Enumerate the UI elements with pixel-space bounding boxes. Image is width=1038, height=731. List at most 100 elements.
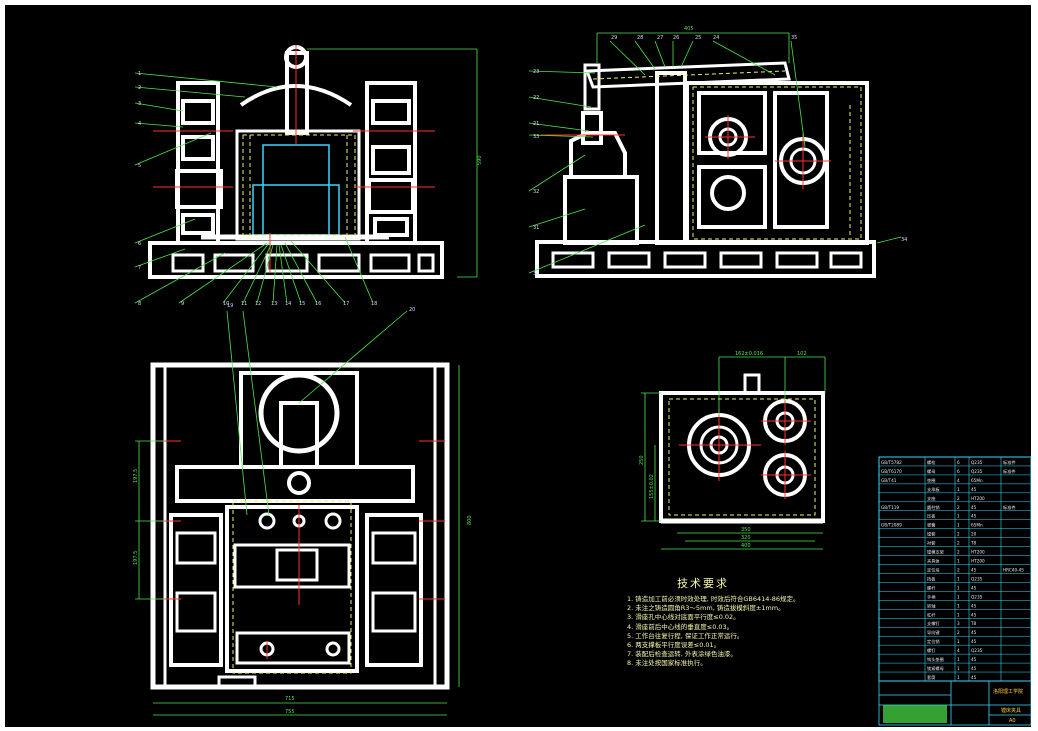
parts-row-qty: 6: [957, 469, 960, 474]
parts-row-code: GB/T2089: [881, 523, 902, 528]
parts-row-qty: 2: [957, 496, 960, 501]
front-hidden-lines: [242, 134, 356, 236]
front-balloon-2: 2: [138, 85, 141, 91]
parts-row-name: 钩头垫圈: [927, 656, 944, 663]
dim-box-top-b: 102: [797, 351, 807, 357]
dim-plan-197b: 197.5: [133, 551, 139, 565]
parts-row-qty: 1: [957, 487, 960, 492]
side-center-lines: [540, 115, 831, 189]
parts-row-material: Q235: [971, 460, 983, 465]
front-balloon-18: 18: [371, 301, 377, 307]
front-balloon-7: 7: [138, 265, 141, 271]
tech-line-4: 4. 滑座前后中心线的垂直度≤0.03。: [627, 622, 734, 631]
side-balloon-28: 28: [637, 35, 643, 41]
title-block: [878, 680, 1032, 726]
tech-line-1: 1. 铸造加工前必须时效处理, 时效后符合GB6414-86规定。: [627, 595, 800, 603]
side-balloon-31: 31: [533, 225, 539, 231]
parts-row-name: 圆柱销: [927, 504, 940, 511]
parts-row-code: GB/T5782: [881, 460, 902, 465]
dim-plan-755: 755: [285, 709, 295, 715]
parts-row-qty: 1: [957, 639, 960, 644]
parts-row-material: 45: [971, 514, 977, 519]
dim-plan-715: 715: [285, 696, 295, 702]
parts-row-qty: 1: [957, 585, 960, 590]
parts-row-material: 45: [971, 567, 977, 572]
parts-row-name: 锁紧螺母: [927, 665, 944, 672]
parts-row-name: 镗套: [927, 531, 936, 538]
parts-row-qty: 1: [957, 657, 960, 662]
parts-row-material: HT200: [971, 496, 985, 501]
parts-row-name: 定位块: [927, 566, 940, 573]
parts-row-material: 45: [971, 657, 977, 662]
parts-row-qty: 1: [957, 603, 960, 608]
parts-row-material: 45: [971, 666, 977, 671]
workpiece-hidden: [668, 398, 816, 516]
workpiece-dims: [641, 356, 826, 550]
side-leaders: [528, 32, 902, 274]
dim-front-height: 590: [477, 155, 483, 165]
front-balloon-11: 11: [241, 301, 247, 307]
front-balloon-14: 14: [285, 301, 291, 307]
parts-row-material: 45: [971, 505, 977, 510]
side-balloon-34: 34: [901, 237, 907, 243]
parts-row-name: 挡板: [927, 575, 936, 582]
tech-line-2: 2. 未注之铸造圆角R3～5mm, 铸造拔模斜度±1mm。: [627, 604, 785, 613]
front-balloon-20: 20: [409, 307, 415, 313]
tech-line-3: 3. 滑座孔中心线对底面平行度≤0.02。: [627, 613, 740, 622]
parts-row-material: 45: [971, 675, 977, 680]
front-balloon-8: 8: [138, 301, 141, 307]
parts-row-qty: 4: [957, 648, 960, 653]
parts-row-material: 45: [971, 603, 977, 608]
side-balloon-22: 22: [533, 95, 539, 101]
title-school: 洛阳理工学院: [993, 688, 1023, 695]
parts-row-name: 螺钉: [927, 647, 936, 654]
tech-line-5: 5. 工作台往复行程, 保证工作正常运行。: [627, 631, 744, 640]
parts-row-name: 垫圈: [927, 477, 935, 484]
title-sheet: A0: [1009, 718, 1016, 724]
tech-requirements-title: 技术要求: [677, 577, 729, 590]
parts-row-name: 螺母: [927, 468, 935, 475]
front-balloon-1: 1: [138, 71, 141, 77]
workpiece-center-lines: [679, 397, 811, 499]
side-balloon-24: 24: [713, 35, 719, 41]
front-balloon-3: 3: [138, 101, 141, 107]
plan-hidden-lines: [232, 500, 352, 674]
parts-row-name: 弹簧: [927, 522, 935, 529]
parts-row-note: HRC40-45: [1003, 567, 1024, 572]
parts-row-qty: 1: [957, 523, 960, 528]
parts-row-qty: 2: [957, 550, 960, 555]
parts-row-name: 转轴: [927, 602, 935, 609]
front-balloon-9: 9: [181, 301, 184, 307]
parts-row-name: 支承板: [927, 486, 940, 493]
parts-row-name: 夹具体: [927, 558, 940, 565]
side-balloon-32: 32: [533, 189, 539, 195]
plan-center-lines: [155, 440, 445, 659]
tech-requirements-list: 1. 铸造加工前必须时效处理, 时效后符合GB6414-86规定。2. 未注之铸…: [627, 595, 877, 669]
parts-row-qty: 4: [957, 478, 960, 483]
parts-row-material: 45: [971, 639, 977, 644]
front-balloon-10: 10: [223, 301, 229, 307]
parts-row-material: 65Mn: [971, 523, 983, 528]
parts-row-material: T8: [970, 621, 977, 626]
tech-line-7: 7. 装配后检查运转, 外表涂绿色油漆。: [627, 650, 737, 659]
front-leaders: [134, 48, 478, 304]
dim-box-height-tol: 155±0.02: [649, 474, 655, 499]
parts-row-material: 45: [971, 585, 977, 590]
parts-row-qty: 3: [957, 621, 960, 626]
workpiece-view: [659, 373, 825, 524]
front-balloon-19: 19: [227, 303, 233, 309]
parts-row-name: 螺栓: [927, 459, 936, 466]
parts-row-code: GB/T119: [881, 505, 899, 510]
parts-row-name: 定位销: [927, 638, 940, 645]
dim-box-bot-a: 350: [741, 527, 751, 533]
side-hidden-lines: [592, 70, 862, 240]
parts-row-material: HT200: [971, 550, 985, 555]
parts-row-qty: 1: [957, 666, 960, 671]
parts-row-name: 螺杆: [927, 584, 936, 591]
dim-plan-800: 800: [467, 515, 473, 525]
parts-row-qty: 1: [957, 514, 960, 519]
front-balloon-16: 16: [315, 301, 321, 307]
